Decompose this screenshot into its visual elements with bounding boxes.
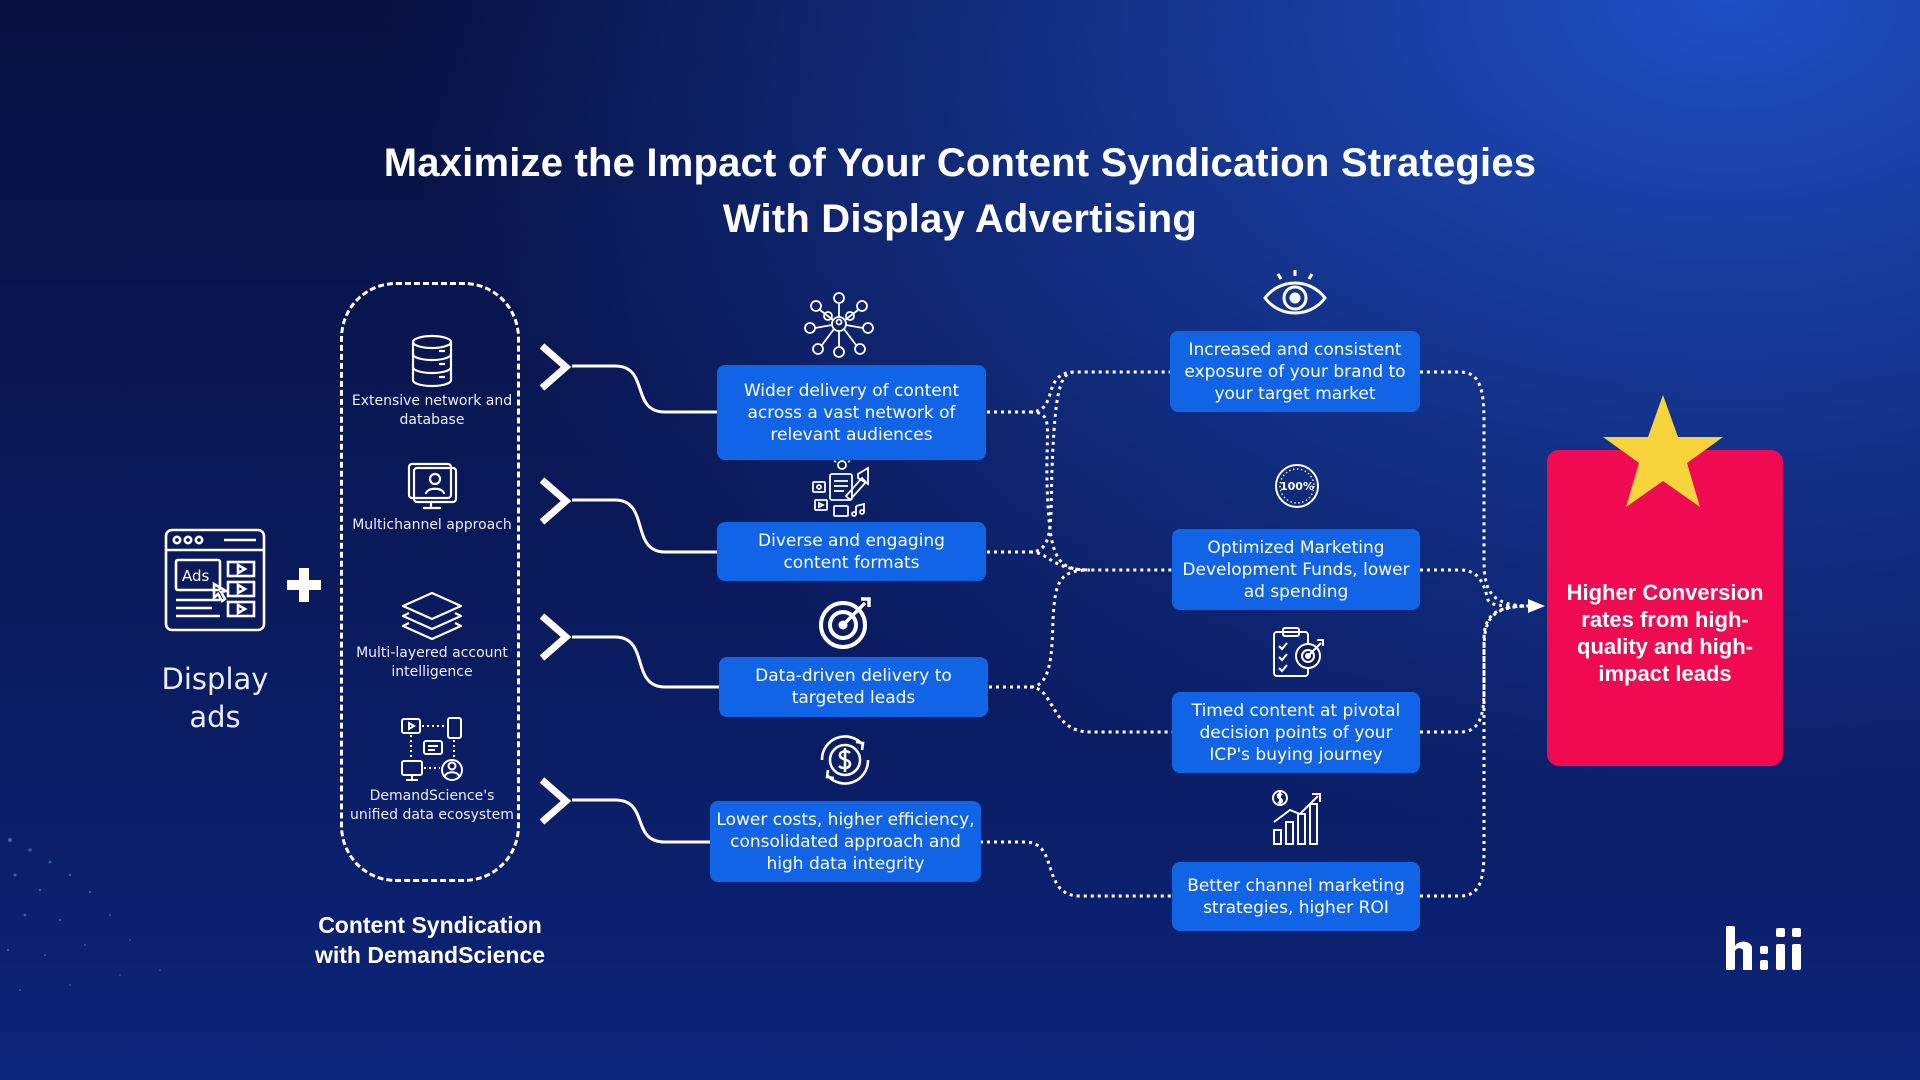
benefit-1-to-outcome-2 bbox=[1029, 410, 1172, 572]
title-line-2: With Display Advertising bbox=[722, 197, 1198, 241]
feature-account-intelligence: Multi-layered account intelligence bbox=[350, 590, 514, 682]
star-icon bbox=[1603, 395, 1723, 507]
panel-caption: Content Syndication with DemandScience bbox=[290, 910, 570, 970]
outcome-brand-exposure: Increased and consistent exposure of you… bbox=[1170, 331, 1420, 412]
outcome-better-channel: Better channel marketing strategies, hig… bbox=[1172, 862, 1420, 931]
brand-logo-icon bbox=[1726, 926, 1801, 970]
benefit-wider-delivery: Wider delivery of content across a vast … bbox=[717, 365, 986, 460]
feature-label: Extensive network and database bbox=[351, 393, 513, 428]
feature-label: Multi-layered account intelligence bbox=[356, 645, 508, 680]
feature-data-ecosystem: DemandScience's unified data ecosystem bbox=[350, 715, 514, 825]
goal-box: Higher Conversion rates from high-qualit… bbox=[1547, 450, 1783, 766]
dollar-cycle-icon bbox=[820, 735, 870, 785]
goal-arrow-icon bbox=[1528, 599, 1545, 613]
outcome-2-to-goal bbox=[1420, 568, 1531, 608]
decorative-dots bbox=[6, 838, 161, 991]
network-people-icon bbox=[804, 292, 874, 358]
outcome-3-to-goal bbox=[1420, 604, 1531, 734]
display-ads-window-icon: Ads bbox=[164, 528, 266, 632]
goal-label: Higher Conversion rates from high-qualit… bbox=[1566, 580, 1764, 686]
panel-to-benefit-3-line bbox=[572, 635, 719, 689]
content-formats-icon bbox=[812, 457, 869, 517]
chevron-right-icon bbox=[539, 613, 572, 661]
ecosystem-icon bbox=[401, 717, 463, 781]
benefit-lower-costs: Lower costs, higher efficiency, consolid… bbox=[710, 801, 981, 882]
badge-text: 100% bbox=[1280, 480, 1314, 493]
feature-multichannel: Multichannel approach bbox=[350, 460, 514, 535]
outcome-1-to-goal bbox=[1420, 370, 1531, 608]
plus-icon bbox=[287, 568, 321, 602]
chevron-right-icon bbox=[539, 477, 572, 525]
chevron-right-icon bbox=[539, 777, 572, 825]
benefit-data-driven: Data-driven delivery to targeted leads bbox=[719, 657, 988, 717]
benefit-1-to-outcome-1 bbox=[987, 370, 1170, 414]
outcome-4-to-goal bbox=[1420, 604, 1531, 898]
growth-chart-icon bbox=[1272, 790, 1321, 845]
content-syndication-panel bbox=[340, 282, 520, 882]
panel-caption-line-2: with DemandScience bbox=[314, 942, 546, 968]
display-ads-label: Display ads bbox=[161, 662, 269, 734]
page-title: Maximize the Impact of Your Content Synd… bbox=[0, 135, 1920, 247]
outcome-optimized-mdf: Optimized Marketing Development Funds, l… bbox=[1172, 529, 1420, 610]
target-icon bbox=[819, 597, 871, 649]
feature-label: DemandScience's unified data ecosystem bbox=[350, 788, 514, 823]
chevron-right-icon bbox=[539, 343, 572, 391]
panel-to-benefit-1-line bbox=[572, 364, 717, 414]
clipboard-target-icon bbox=[1273, 627, 1324, 677]
title-line-1: Maximize the Impact of Your Content Synd… bbox=[383, 141, 1537, 185]
eye-icon bbox=[1263, 270, 1327, 315]
database-icon bbox=[411, 334, 453, 388]
benefit-3-to-outcome-3 bbox=[1029, 685, 1172, 734]
layers-icon bbox=[401, 591, 463, 640]
feature-label: Multichannel approach bbox=[352, 517, 512, 533]
multichannel-icon bbox=[407, 462, 458, 510]
panel-to-benefit-2-line bbox=[572, 498, 717, 554]
ads-icon-text: Ads bbox=[182, 567, 210, 585]
panel-to-benefit-4-line bbox=[572, 798, 710, 844]
benefit-2-to-outcome-1 bbox=[987, 370, 1076, 554]
100-percent-badge-icon: 100% bbox=[1275, 464, 1319, 508]
outcome-timed-content: Timed content at pivotal decision points… bbox=[1172, 692, 1420, 773]
benefit-3-to-outcome-2 bbox=[989, 568, 1091, 689]
feature-extensive-network: Extensive network and database bbox=[350, 334, 514, 430]
benefit-4-to-outcome-4 bbox=[980, 840, 1172, 898]
benefit-diverse-formats: Diverse and engaging content formats bbox=[717, 522, 986, 581]
panel-caption-line-1: Content Syndication bbox=[318, 912, 542, 938]
